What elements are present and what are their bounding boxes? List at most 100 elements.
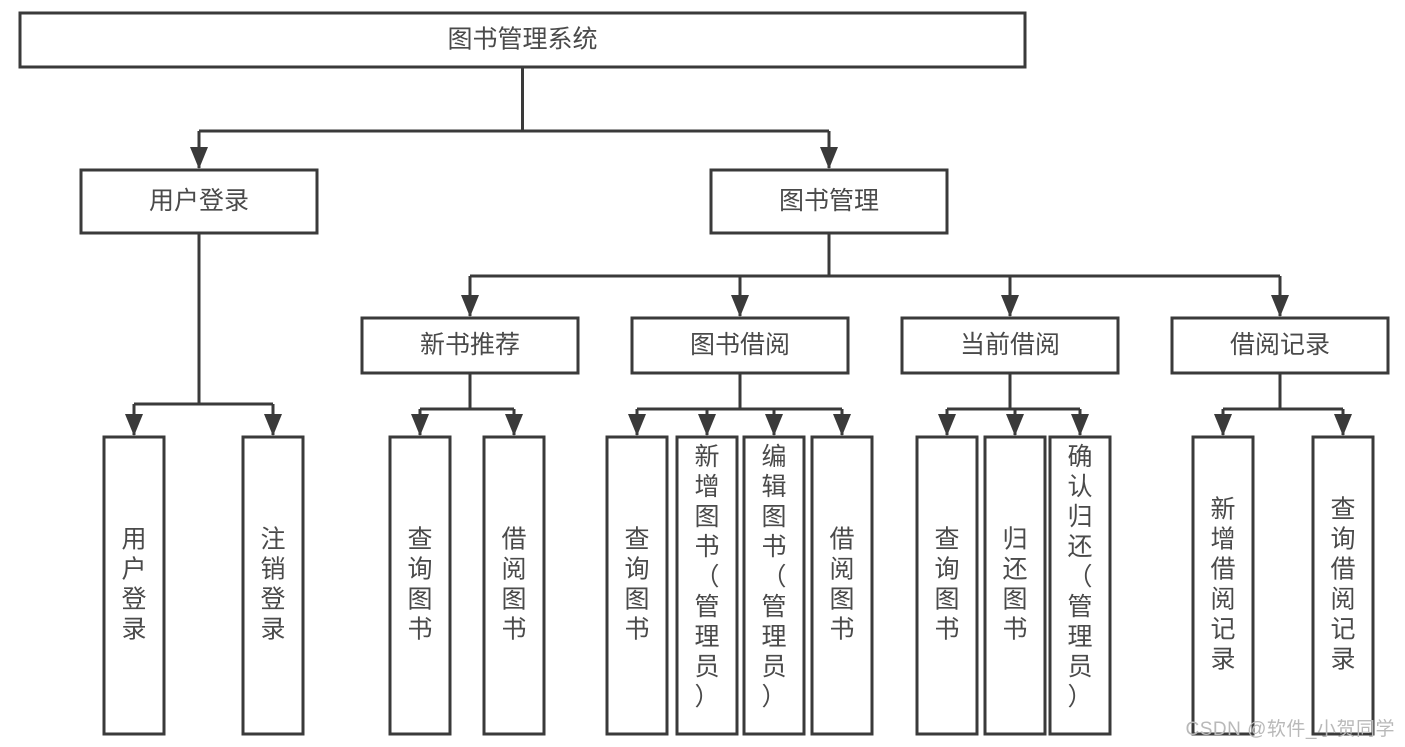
- node-leaf-box-4[interactable]: [605, 435, 669, 736]
- svg-text:归: 归: [1067, 503, 1092, 531]
- svg-text:书: 书: [934, 616, 959, 644]
- svg-text:查: 查: [934, 526, 959, 554]
- svg-text:辑: 辑: [761, 473, 786, 501]
- svg-text:员: 员: [694, 653, 719, 681]
- node-leaf-box-6[interactable]: [742, 435, 806, 736]
- svg-text:增: 增: [1210, 526, 1235, 554]
- svg-text:书: 书: [501, 616, 526, 644]
- svg-text:还: 还: [1002, 556, 1027, 584]
- svg-text:录: 录: [1210, 646, 1235, 674]
- svg-text:查: 查: [1330, 496, 1355, 524]
- svg-text:图: 图: [694, 503, 719, 531]
- node-leaf-box-11[interactable]: [1191, 435, 1255, 736]
- node-layer: 图书管理系统用户登录图书管理新书推荐图书借阅当前借阅借阅记录用户登录注销登录查询…: [18, 11, 1390, 736]
- node-level3-label-2: 当前借阅: [960, 331, 1060, 359]
- arrow-head-icon: [628, 414, 646, 436]
- node-leaf-box-3[interactable]: [482, 435, 546, 736]
- node-level3-box-2[interactable]: [900, 316, 1120, 375]
- node-root-label: 图书管理系统: [447, 26, 597, 54]
- arrow-head-icon: [698, 414, 716, 436]
- node-leaf-box-1[interactable]: [241, 435, 305, 736]
- svg-text:图: 图: [829, 586, 854, 614]
- svg-text:用: 用: [121, 526, 146, 554]
- arrow-head-icon: [1334, 414, 1352, 436]
- svg-text:（: （: [761, 563, 786, 591]
- svg-text:询: 询: [624, 556, 649, 584]
- node-leaf-box-10[interactable]: [1048, 435, 1112, 736]
- svg-text:（: （: [694, 563, 719, 591]
- arrow-head-icon: [264, 414, 282, 436]
- node-level2-box-0[interactable]: [79, 168, 319, 235]
- arrow-head-icon: [765, 414, 783, 436]
- svg-text:（: （: [1067, 563, 1092, 591]
- watermark-text: CSDN @软件_小贺同学: [1185, 719, 1395, 740]
- svg-text:图: 图: [501, 586, 526, 614]
- svg-text:管: 管: [1067, 593, 1092, 621]
- svg-text:图: 图: [1002, 586, 1027, 614]
- svg-text:理: 理: [694, 623, 719, 651]
- svg-text:阅: 阅: [501, 556, 526, 584]
- svg-text:查: 查: [407, 526, 432, 554]
- node-level3-box-1[interactable]: [630, 316, 850, 375]
- node-leaf-box-5[interactable]: [675, 435, 739, 736]
- node-level3-label-0: 新书推荐: [420, 331, 520, 359]
- svg-text:员: 员: [1067, 653, 1092, 681]
- svg-text:）: ）: [761, 683, 786, 711]
- svg-text:图: 图: [624, 586, 649, 614]
- node-leaf-box-2[interactable]: [388, 435, 452, 736]
- arrow-head-icon: [411, 414, 429, 436]
- arrow-head-icon: [505, 414, 523, 436]
- svg-text:理: 理: [1067, 623, 1092, 651]
- svg-text:归: 归: [1002, 526, 1027, 554]
- node-leaf-box-8[interactable]: [915, 435, 979, 736]
- svg-text:管: 管: [694, 593, 719, 621]
- node-leaf-box-9[interactable]: [983, 435, 1047, 736]
- arrow-head-icon: [820, 147, 838, 169]
- svg-text:还: 还: [1067, 533, 1092, 561]
- svg-text:录: 录: [260, 616, 285, 644]
- svg-text:阅: 阅: [1210, 586, 1235, 614]
- svg-text:录: 录: [121, 616, 146, 644]
- node-level2-box-1[interactable]: [709, 168, 949, 235]
- node-level3-box-0[interactable]: [360, 316, 580, 375]
- node-leaf-box-0[interactable]: [102, 435, 166, 736]
- svg-text:询: 询: [934, 556, 959, 584]
- node-level3-box-3[interactable]: [1170, 316, 1390, 375]
- svg-text:管: 管: [761, 593, 786, 621]
- arrow-head-icon: [833, 414, 851, 436]
- svg-text:编: 编: [761, 443, 786, 471]
- node-leaf-box-12[interactable]: [1311, 435, 1375, 736]
- node-leaf-box-7[interactable]: [810, 435, 874, 736]
- arrow-head-icon: [190, 147, 208, 169]
- svg-text:员: 员: [761, 653, 786, 681]
- arrow-head-icon: [1006, 414, 1024, 436]
- svg-text:询: 询: [407, 556, 432, 584]
- node-root-box[interactable]: [18, 11, 1027, 69]
- arrow-head-icon: [125, 414, 143, 436]
- svg-text:录: 录: [1330, 646, 1355, 674]
- svg-text:借: 借: [1330, 556, 1355, 584]
- svg-text:书: 书: [694, 533, 719, 561]
- svg-text:记: 记: [1330, 616, 1355, 644]
- svg-text:阅: 阅: [829, 556, 854, 584]
- arrow-head-icon: [1271, 295, 1289, 317]
- svg-text:增: 增: [694, 473, 719, 501]
- svg-text:记: 记: [1210, 616, 1235, 644]
- svg-text:阅: 阅: [1330, 586, 1355, 614]
- svg-text:登: 登: [121, 586, 146, 614]
- svg-text:查: 查: [624, 526, 649, 554]
- svg-text:新: 新: [694, 443, 719, 471]
- node-level2-label-0: 用户登录: [149, 187, 249, 215]
